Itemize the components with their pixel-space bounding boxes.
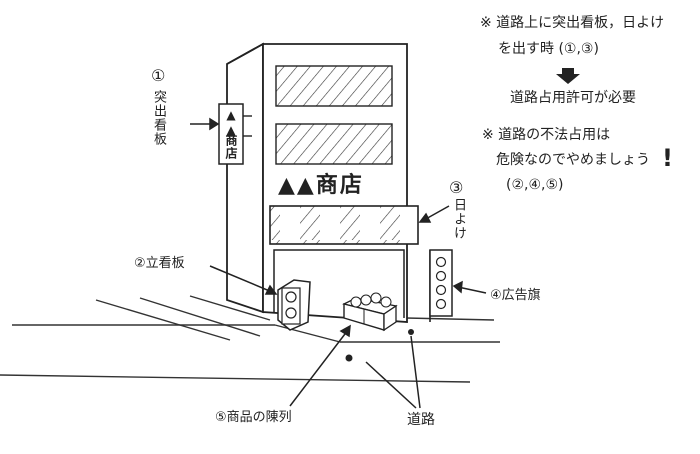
note-1-line-2: を出す時 (①,③) bbox=[498, 41, 599, 57]
road-label: 道路 bbox=[407, 412, 435, 428]
label-4: ④広告旗 bbox=[490, 288, 541, 303]
projecting-sign-marks: ▲▲ bbox=[224, 108, 238, 138]
down-arrow-icon bbox=[556, 68, 580, 84]
advertising-flag bbox=[429, 249, 453, 322]
note-2-exclaim: ! bbox=[662, 144, 673, 172]
projecting-sign-text: 商店 bbox=[224, 134, 238, 160]
building-sign: ▲▲商店 bbox=[278, 173, 364, 198]
road-lines bbox=[0, 295, 500, 383]
note-2-line-1: ※ 道路の不法占用は bbox=[482, 127, 611, 143]
note-1-result: 道路占用許可が必要 bbox=[510, 90, 636, 106]
leader-arrows bbox=[190, 117, 487, 409]
standing-signboard bbox=[277, 279, 311, 331]
awning bbox=[269, 205, 419, 245]
road-dot-left bbox=[345, 354, 353, 362]
projecting-sign bbox=[218, 103, 252, 165]
window-upper bbox=[275, 65, 393, 107]
note-2-line-3: (②,④,⑤) bbox=[506, 177, 564, 193]
window-lower bbox=[275, 123, 393, 165]
label-3-text: 日よけ bbox=[451, 198, 466, 240]
label-1-text: 突出看板 bbox=[151, 90, 166, 146]
label-2: ②立看板 bbox=[134, 256, 185, 271]
label-5: ⑤商品の陳列 bbox=[215, 410, 292, 425]
label-3-number: ③ bbox=[449, 178, 464, 197]
label-1-number: ① bbox=[151, 66, 166, 85]
road-dot-right bbox=[408, 329, 414, 335]
note-1-line-1: ※ 道路上に突出看板，日よけ bbox=[480, 15, 665, 31]
entrance-frame bbox=[273, 249, 405, 318]
note-2-line-2: 危険なのでやめましょう bbox=[496, 152, 650, 168]
merchandise-display bbox=[342, 292, 398, 332]
